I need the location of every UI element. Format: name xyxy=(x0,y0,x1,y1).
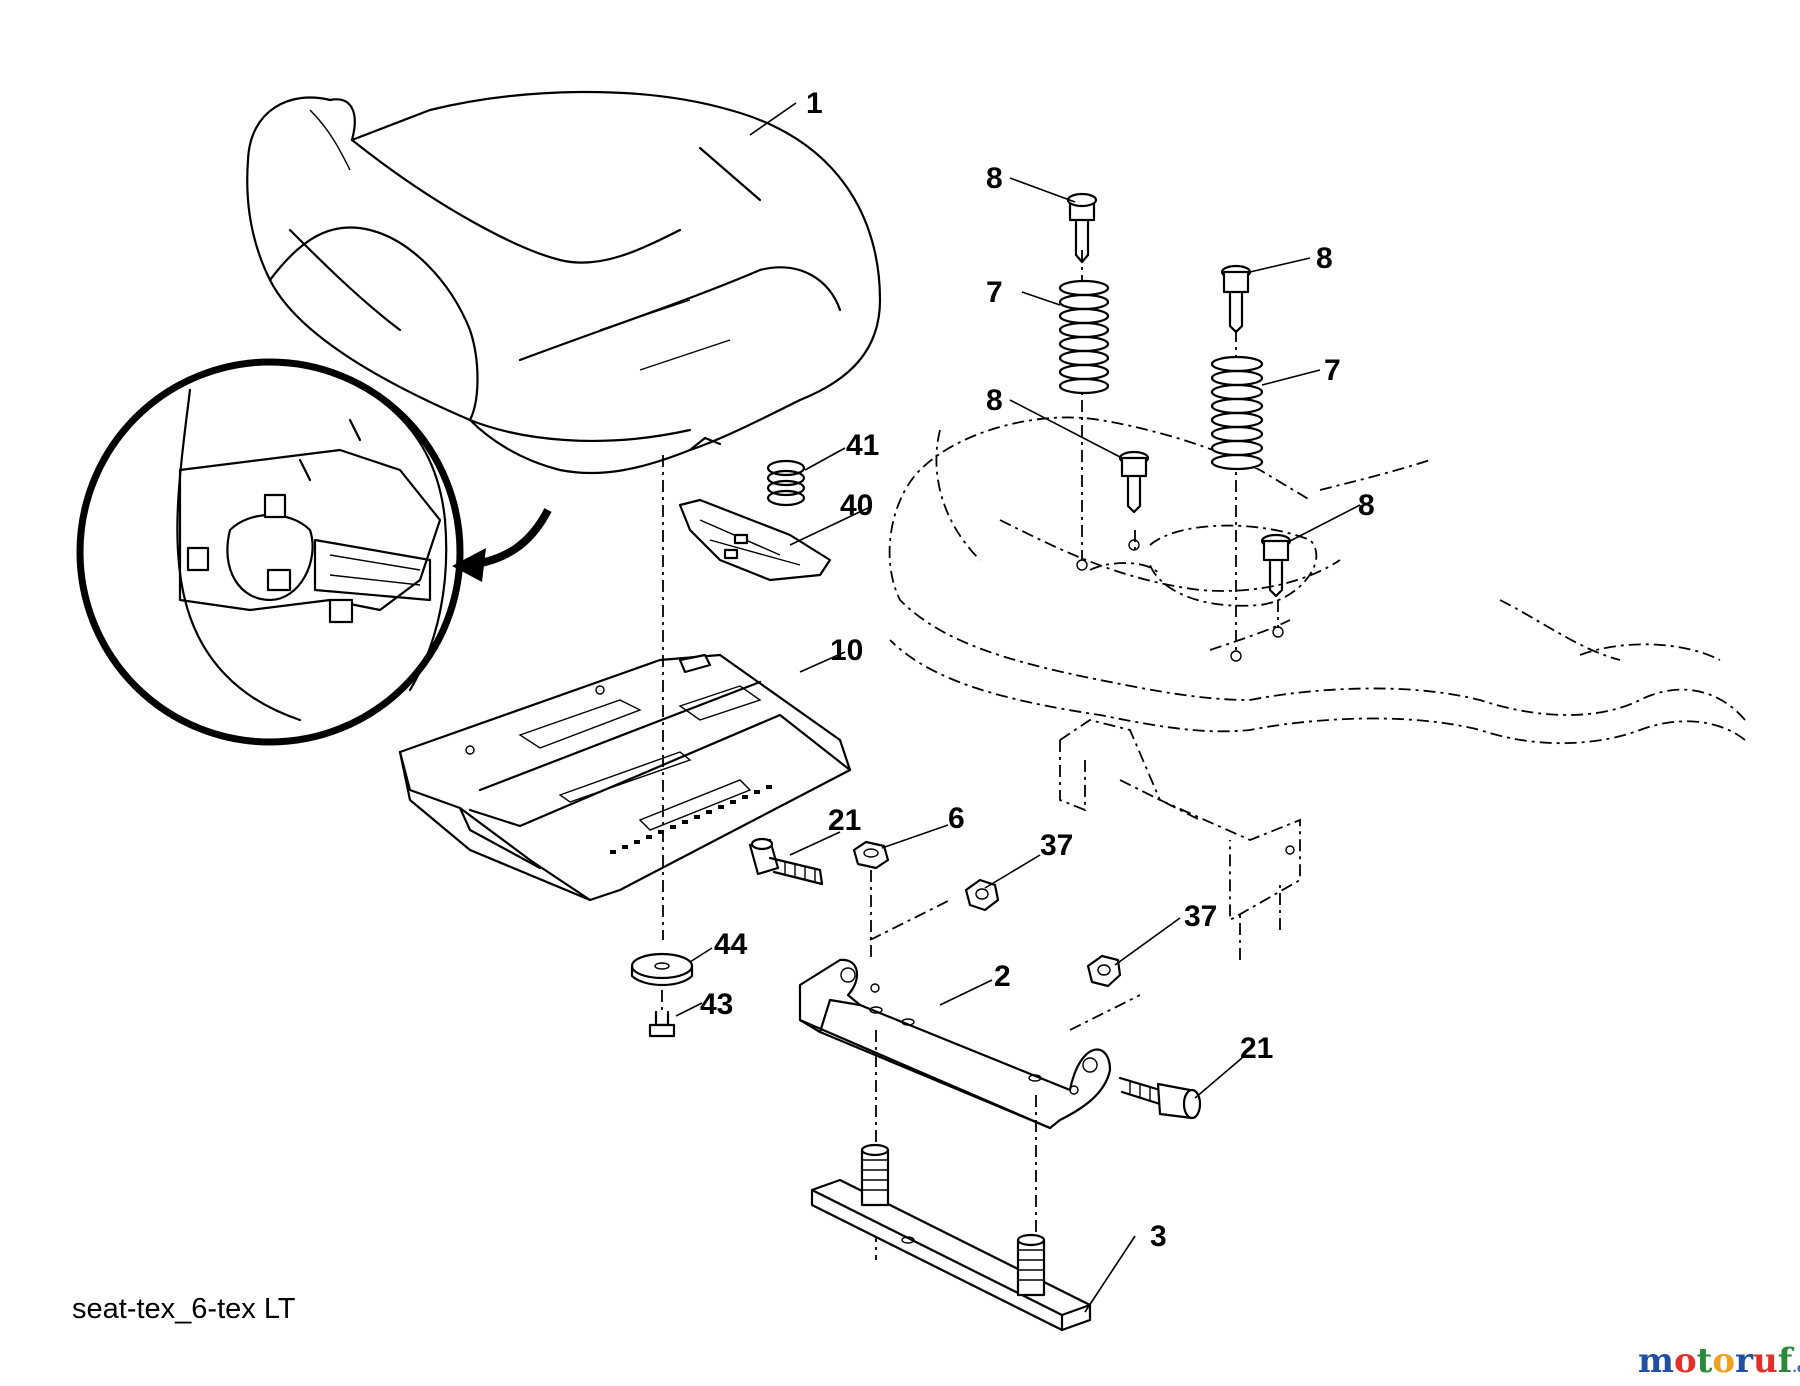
detail-inset-circle xyxy=(76,358,464,746)
callout-6: 6 xyxy=(948,802,965,835)
watermark-logo: motoruf.de xyxy=(1638,1341,1800,1381)
nut-37-a xyxy=(869,878,1000,941)
callout-8: 8 xyxy=(1316,242,1333,275)
callout-37: 37 xyxy=(1184,900,1217,933)
plate-3 xyxy=(810,1143,1092,1332)
svg-text:motoruf.de: motoruf.de xyxy=(1638,1341,1800,1381)
callout-1: 1 xyxy=(806,87,823,120)
nut-6 xyxy=(852,840,890,960)
callout-43: 43 xyxy=(700,988,733,1021)
callout-44: 44 xyxy=(714,928,748,961)
callout-21: 21 xyxy=(828,804,861,837)
callout-3: 3 xyxy=(1150,1220,1167,1253)
watermark-letter: f xyxy=(1778,1341,1795,1381)
watermark-letter: r xyxy=(1735,1341,1754,1381)
watermark-letter: t xyxy=(1697,1341,1713,1381)
callout-7: 7 xyxy=(986,276,1003,309)
watermark-letter: o xyxy=(1674,1341,1697,1381)
bolt-8-c xyxy=(1076,450,1150,571)
bolt-43 xyxy=(648,990,676,1038)
seat-pan-10 xyxy=(398,653,852,902)
bracket-2 xyxy=(798,958,1112,1130)
callout-21: 21 xyxy=(1240,1032,1273,1065)
callout-40: 40 xyxy=(840,489,873,522)
clip-40 xyxy=(678,498,832,582)
bolt-8-d xyxy=(1230,533,1292,662)
callout-7: 7 xyxy=(1324,354,1341,387)
washer-44 xyxy=(630,952,694,986)
callout-8: 8 xyxy=(986,162,1003,195)
nut-37-b xyxy=(1069,954,1141,1031)
callout-8: 8 xyxy=(1358,489,1375,522)
spring-7-a xyxy=(1058,279,1110,395)
watermark-tld: .de xyxy=(1792,1361,1800,1376)
seat-part-1 xyxy=(246,90,882,475)
bolt-21-left xyxy=(748,837,824,886)
detail-arrow-icon xyxy=(452,508,552,582)
watermark-letter: o xyxy=(1712,1341,1735,1381)
callout-41: 41 xyxy=(846,429,879,462)
callout-10: 10 xyxy=(830,634,863,667)
spring-7-b xyxy=(1210,355,1264,471)
watermark-letter: m xyxy=(1638,1341,1674,1381)
callout-37: 37 xyxy=(1040,829,1073,862)
spring-41 xyxy=(766,459,806,507)
mower-frame-outline xyxy=(888,416,1746,960)
callout-8: 8 xyxy=(986,384,1003,417)
bolt-21-right xyxy=(1118,1076,1202,1120)
callout-2: 2 xyxy=(994,960,1011,993)
diagram-caption: seat-tex_6-tex LT xyxy=(72,1293,296,1325)
leader-lines xyxy=(675,102,1361,1313)
watermark-letter: u xyxy=(1753,1341,1778,1381)
